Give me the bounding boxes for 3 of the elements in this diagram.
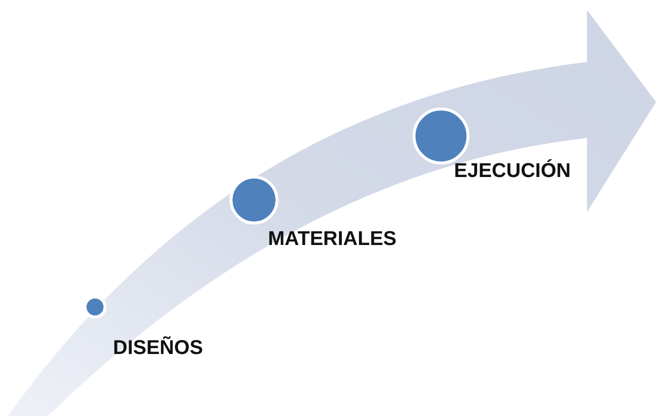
stage-label: DISEÑOS [113,337,204,359]
stage-label: MATERIALES [268,228,397,250]
stage-label: EJECUCIÓN [454,160,571,182]
